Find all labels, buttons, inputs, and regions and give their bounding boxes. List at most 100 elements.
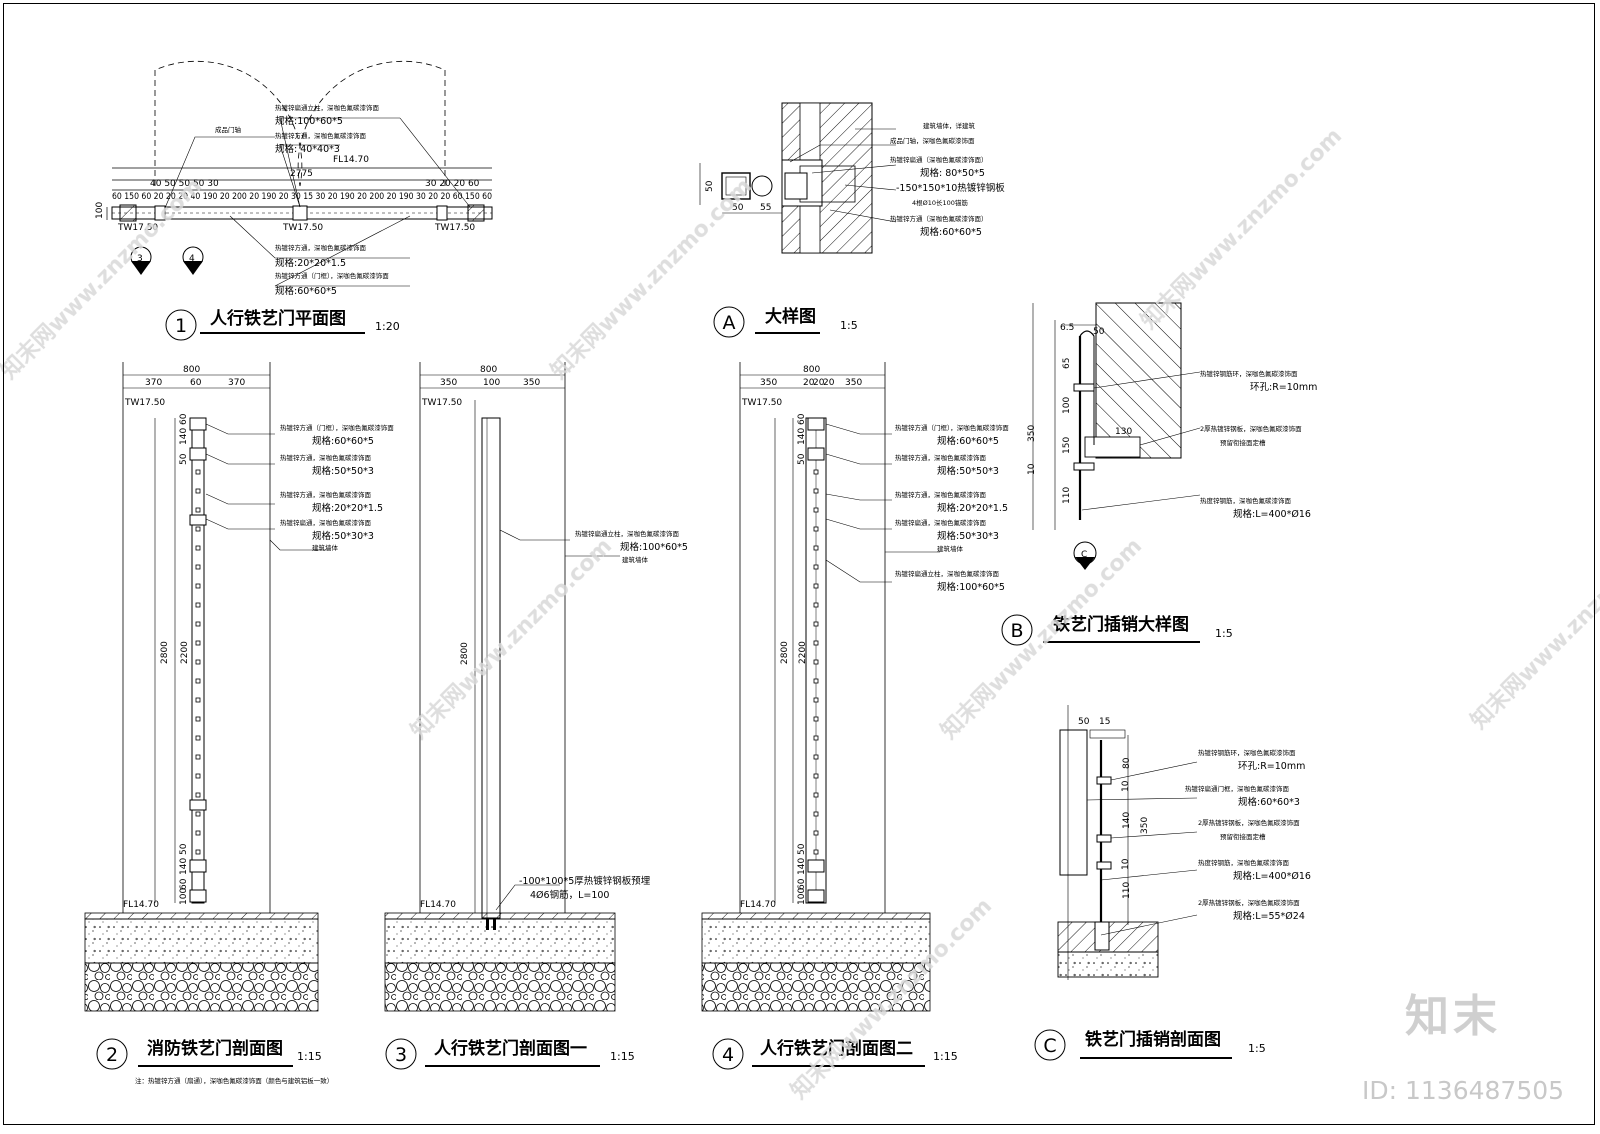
section-4-label-4: 规格:50*50*3 xyxy=(937,465,999,477)
title-block-3: 3 人行铁艺门剖面图一 1:15 xyxy=(385,1038,635,1070)
bolt-hole xyxy=(813,564,819,570)
section-2-dim-lt-3: 50 xyxy=(179,453,189,465)
bolt-hole xyxy=(195,849,201,855)
bolt-hole xyxy=(813,469,819,475)
title-1-text: 人行铁艺门平面图 xyxy=(210,308,346,329)
plan-tw-3: TW17.50 xyxy=(434,223,475,233)
bolt-hole xyxy=(813,830,819,836)
section-2-label-9: 建筑墙体 xyxy=(312,543,339,552)
plan-overall-dim: 2775 xyxy=(290,169,313,179)
bolt-hole xyxy=(195,469,201,475)
detail-b-dim-50: 50 xyxy=(1093,327,1105,337)
detail-b-label-6: 规格:L=400*Ø16 xyxy=(1233,508,1311,520)
plan-dim-top-right: 30 20 20 60 xyxy=(425,179,480,189)
section-2-label-4: 规格:50*50*3 xyxy=(312,465,374,477)
bolt-hole xyxy=(195,678,201,684)
title-1-scale: 1:20 xyxy=(375,320,400,333)
section-2-label-2: 规格:60*60*5 xyxy=(312,435,374,447)
section-marker-4: 4 xyxy=(182,246,204,275)
detail-c-label-7: 热度锌钢筋，深咖色氟碳漆饰面 xyxy=(1198,858,1290,867)
section-2-holes xyxy=(195,469,201,855)
section-4-holes xyxy=(813,469,819,855)
bolt-hole xyxy=(195,526,201,532)
detail-c-label-4: 规格:60*60*3 xyxy=(1238,796,1300,808)
title-4-number: 4 xyxy=(722,1044,734,1066)
detail-b-label-2: 环孔:R=10mm xyxy=(1250,382,1317,393)
title-2-text: 消防铁艺门剖面图 xyxy=(147,1038,283,1059)
detail-b-dim-350: 350 xyxy=(1027,425,1037,442)
section-4-label-6: 规格:20*20*1.5 xyxy=(937,502,1008,514)
section-4-dim-lt-2: 140 xyxy=(797,428,807,445)
section-3-h-total: 2800 xyxy=(460,642,470,665)
bolt-hole xyxy=(813,849,819,855)
detail-b-dim-10: 10 xyxy=(1027,463,1037,475)
plan-label-4: 规格: 40*40*3 xyxy=(275,143,340,155)
section-4-h-inner: 2200 xyxy=(798,641,808,664)
bolt-hole xyxy=(813,716,819,722)
section-marker-4-label: 4 xyxy=(189,254,195,264)
door-swing-left xyxy=(154,60,303,187)
section-4-label-7: 热镀锌扁通，深咖色氟碳漆饰面 xyxy=(895,518,987,527)
plan-label-1: 热镀锌扁通立柱，深咖色氟碳漆饰面 xyxy=(275,103,380,112)
section-4-dim-lt-3: 50 xyxy=(797,453,807,465)
detail-c-dim-80: 80 xyxy=(1122,757,1132,769)
section-2-dim-lb-2: 140 xyxy=(179,858,189,875)
sheet-border xyxy=(3,3,1595,1125)
section-4-dim-20c: 20 xyxy=(823,378,835,388)
plan-label-5: 成品门轴 xyxy=(215,125,242,134)
plan-dim-row: 60 150 60 20 20 20 40 190 20 200 20 190 … xyxy=(112,192,492,202)
section-4-dim-lb-4: 100 xyxy=(797,888,807,905)
detail-b-label-1: 热镀锌钢筋环，深咖色氟碳漆饰面 xyxy=(1200,369,1298,378)
detail-b-dim-6: 6.5 xyxy=(1060,323,1074,333)
bolt-hole xyxy=(813,773,819,779)
detail-a-dim-2: 50 xyxy=(732,203,744,213)
section-2-h-inner: 2200 xyxy=(180,641,190,664)
section-3-rebar: 4Ø6钢筋，L=100 xyxy=(530,889,609,901)
bolt-hole xyxy=(195,697,201,703)
title-4-text: 人行铁艺门剖面图二 xyxy=(760,1038,913,1059)
section-4-label-1: 热镀锌方通（门框），深咖色氟碳漆饰面 xyxy=(895,423,1009,432)
bolt-hole xyxy=(813,735,819,741)
section-2-label-5: 热镀锌方通，深咖色氟碳漆饰面 xyxy=(280,490,372,499)
plan-label-7: 规格:20*20*1.5 xyxy=(275,257,346,269)
section-4-label-10: 热镀锌扁通立柱，深咖色氟碳漆饰面 xyxy=(895,569,1000,578)
detail-a-dim-3: 55 xyxy=(760,203,771,213)
detail-a-label-5: -150*150*10热镀锌钢板 xyxy=(896,182,1005,194)
detail-a-label-6: 4根Ø10长100锚筋 xyxy=(912,198,968,207)
section-3-label-1: 热镀锌扁通立柱，深咖色氟碳漆饰面 xyxy=(575,529,680,538)
bolt-hole xyxy=(813,754,819,760)
detail-c-dim-350: 350 xyxy=(1140,817,1150,834)
section-3-tw: TW17.50 xyxy=(421,398,462,408)
title-block-a: A 大样图 1:5 xyxy=(713,306,858,338)
bolt-hole xyxy=(195,564,201,570)
title-block-b: B 铁艺门插销大样图 1:5 xyxy=(1001,614,1233,646)
image-id-watermark: ID: 1136487505 xyxy=(1362,1076,1565,1105)
plan-fl: FL14.70 xyxy=(333,155,369,165)
bolt-hole xyxy=(813,507,819,513)
bolt-hole xyxy=(195,545,201,551)
bolt-hole xyxy=(195,830,201,836)
section-2-dim-lb-1: 50 xyxy=(179,843,189,855)
bolt-hole xyxy=(813,659,819,665)
detail-a: 50 50 55 建筑墙体，详建筑 成品门轴，深咖色氟碳漆饰面 热镀锌扁通（深咖… xyxy=(699,102,1005,254)
door-swing-right xyxy=(297,60,446,187)
title-1-number: 1 xyxy=(175,315,187,337)
section-3-dim-350b: 350 xyxy=(523,378,540,388)
detail-c-label-1: 热镀锌钢筋环，深咖色氟碳漆饰面 xyxy=(1198,748,1296,757)
section-2-tw: TW17.50 xyxy=(124,398,165,408)
section-3-dim-350a: 350 xyxy=(440,378,457,388)
detail-b-dim-100: 100 xyxy=(1062,397,1072,414)
bolt-hole xyxy=(813,545,819,551)
section-3-dim-800: 800 xyxy=(480,365,497,375)
section-2-dim-lb-3: 60 xyxy=(179,878,189,890)
section-2-label-8: 规格:50*30*3 xyxy=(312,530,374,542)
title-c-scale: 1:5 xyxy=(1248,1042,1266,1055)
title-c-text: 铁艺门插销剖面图 xyxy=(1085,1029,1221,1050)
detail-a-label-4: 规格: 80*50*5 xyxy=(920,167,985,179)
section-4-dim-350b: 350 xyxy=(845,378,862,388)
detail-c-label-5: 2厚热镀锌钢板，深咖色氟碳漆饰面 xyxy=(1198,818,1300,827)
section-4: 800 350 20 20 20 350 TW17.50 FL14.70 280… xyxy=(701,362,1009,1012)
section-marker-3-label: 3 xyxy=(137,254,143,264)
section-3: 800 350 100 350 TW17.50 FL14.70 2800 热镀锌… xyxy=(384,362,688,1012)
